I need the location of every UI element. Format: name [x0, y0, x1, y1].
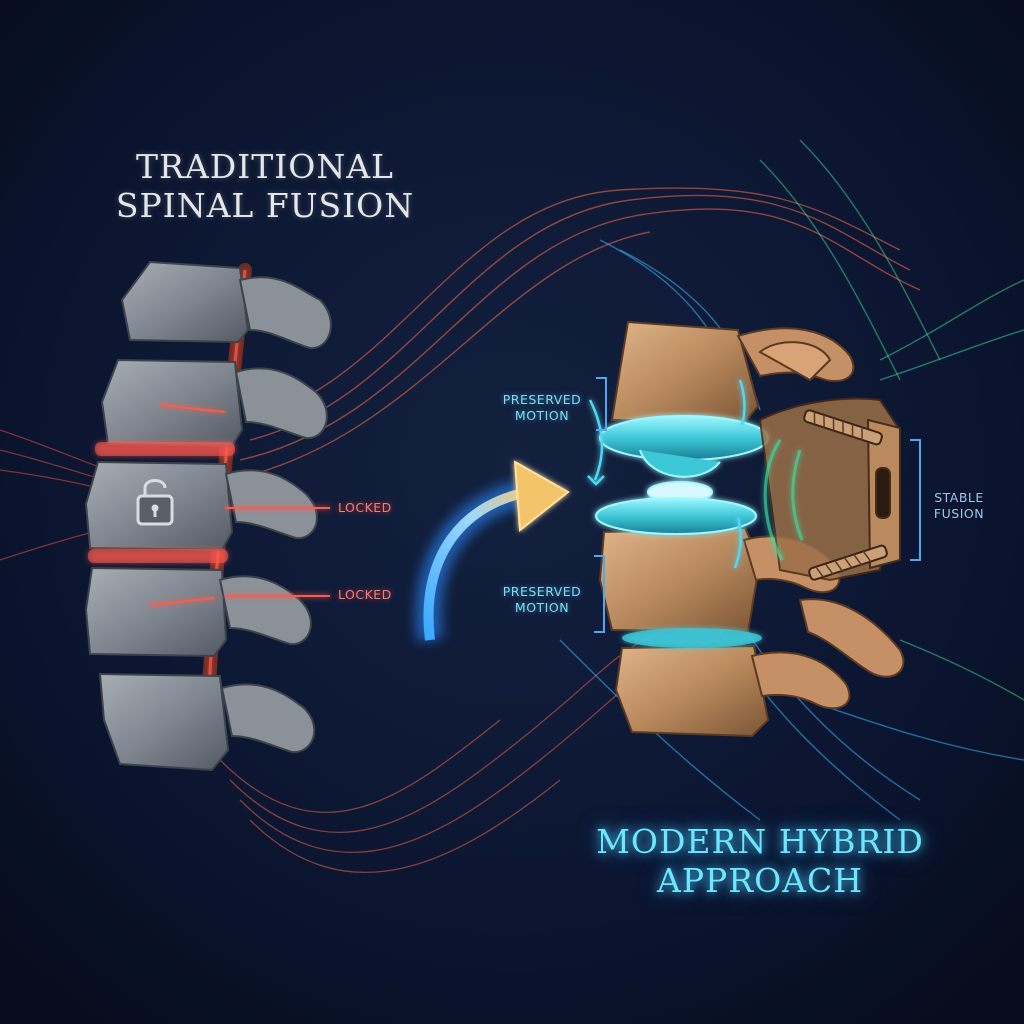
locked-callout-lines	[149, 404, 330, 606]
red-upper-lines	[229, 187, 921, 481]
disc-implant	[595, 415, 769, 648]
locked-disc-glows	[88, 442, 235, 563]
motion-arrows	[587, 379, 746, 569]
unlocked-padlock-icon	[136, 479, 174, 526]
preserved-motion-upper-line-2: MOTION	[514, 408, 570, 424]
energy-lines	[0, 139, 1024, 873]
green-lines	[759, 139, 1024, 701]
traditional-spine	[84, 260, 332, 772]
modern-title-line-2: APPROACH	[657, 860, 863, 900]
stable-fusion-bracket	[910, 439, 921, 561]
preserved-motion-upper-line-1: PRESERVED	[502, 392, 582, 407]
preserved-motion-label-lower: PRESERVED MOTION	[494, 584, 590, 617]
stable-fusion-label: STABLE FUSION	[924, 490, 994, 523]
locked-label-lower: LOCKED	[338, 587, 392, 602]
traditional-title-line-2: SPINAL FUSION	[115, 185, 415, 225]
modern-title: MODERN HYBRID APPROACH	[560, 822, 960, 901]
screw-icon	[803, 409, 888, 581]
preserved-motion-brackets	[594, 377, 607, 633]
preserved-motion-lower-line-1: PRESERVED	[502, 584, 582, 599]
stable-fusion-line-2: FUSION	[933, 506, 985, 522]
green-fusion-glow	[763, 439, 804, 561]
tan-vertebrae	[598, 320, 905, 738]
fusion-plate	[758, 397, 902, 582]
modern-spine	[587, 320, 921, 738]
preserved-motion-label-upper: PRESERVED MOTION	[494, 392, 590, 425]
curved-arrow-icon	[415, 460, 570, 642]
locked-label-upper: LOCKED	[338, 500, 392, 515]
traditional-title: TRADITIONAL SPINAL FUSION	[100, 147, 430, 226]
modern-title-line-1: MODERN HYBRID	[596, 822, 924, 861]
traditional-title-line-1: TRADITIONAL	[136, 147, 394, 186]
stable-fusion-line-1: STABLE	[934, 490, 984, 505]
preserved-motion-lower-line-2: MOTION	[514, 600, 570, 616]
